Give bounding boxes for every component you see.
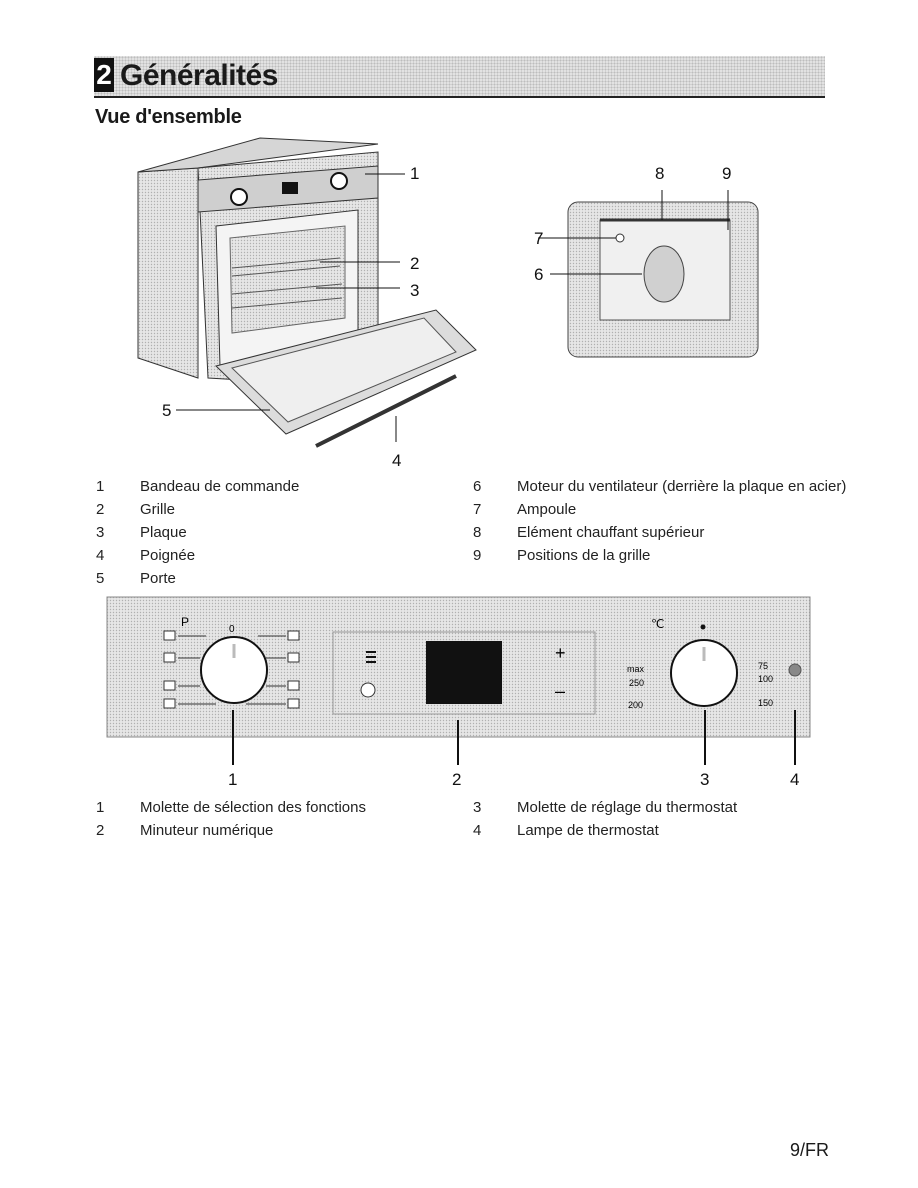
panel-callout-1: 1 — [228, 770, 238, 789]
callout-9: 9 — [722, 164, 732, 183]
control-panel: P 0 + – ℃ max 250 200 75 100 150 — [106, 596, 811, 738]
thermostat-unit: ℃ — [651, 617, 664, 631]
panel-callout-2: 2 — [452, 770, 462, 789]
svg-text:100: 100 — [758, 674, 773, 684]
panel-callout-3: 3 — [700, 770, 710, 789]
menu-icon — [366, 651, 376, 663]
callout-8: 8 — [655, 164, 665, 183]
timer-minus: – — [555, 681, 565, 701]
oven-illustration — [137, 137, 477, 448]
callout-3: 3 — [410, 281, 420, 300]
function-icons — [163, 630, 300, 709]
callout-1: 1 — [410, 164, 420, 183]
svg-text:75: 75 — [758, 661, 768, 671]
cavity-illustration — [538, 190, 759, 358]
label-p: P — [181, 615, 189, 629]
callout-6: 6 — [534, 265, 544, 284]
svg-text:150: 150 — [758, 698, 773, 708]
callout-4: 4 — [392, 451, 402, 470]
svg-text:250: 250 — [629, 678, 644, 688]
callout-2: 2 — [410, 254, 420, 273]
subtitle: Vue d'ensemble — [95, 106, 242, 128]
label-o: 0 — [229, 624, 235, 635]
section-title: Généralités — [120, 59, 278, 92]
panel-callout-4: 4 — [790, 770, 800, 789]
svg-text:max: max — [627, 664, 645, 674]
section-header: 2 Généralités — [94, 56, 825, 98]
page-number: 9/FR — [790, 1140, 830, 1160]
thermostat-lamp — [788, 663, 802, 677]
timer-plus: + — [555, 643, 566, 663]
svg-text:200: 200 — [628, 700, 643, 710]
section-number: 2 — [94, 58, 114, 92]
callout-5: 5 — [162, 401, 172, 420]
clock-icon — [360, 682, 376, 698]
callout-7: 7 — [534, 229, 544, 248]
